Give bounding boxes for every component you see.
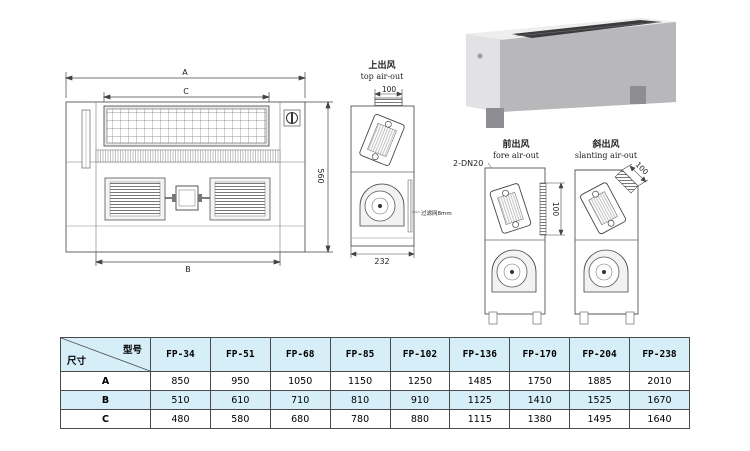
slant-outlet-title-cn: 斜出风 [591,138,619,150]
side-view-top-outlet [350,97,415,247]
table-cell: 880 [389,409,451,429]
side-view-fore-outlet [484,167,547,325]
corner-label-model: 型号 [122,345,142,356]
table-cell: 1250 [389,371,451,391]
model-header: FP-85 [329,337,391,372]
side-view-slanting-outlet [574,169,639,325]
table-cell: 1640 [629,409,690,429]
model-header: FP-204 [569,337,630,372]
model-header: FP-51 [209,337,271,372]
fore-outlet-title-en: fore air-out [493,151,540,160]
side-top-width-label: 100 [382,85,397,94]
dimension-height [305,100,333,254]
table-cell: 480 [150,409,211,429]
model-header: FP-238 [629,337,690,372]
table-cell: 680 [269,409,331,429]
top-outlet-title-cn: 上出风 [368,59,395,71]
slant-dimension-label: 100 [634,160,651,177]
table-row: A 850 950 1050 1150 1250 1485 1750 1885 … [60,371,690,391]
dimension-b-label: B [185,265,191,274]
dimension-c [102,92,271,108]
side-depth-label: 232 [374,257,389,266]
dimension-c-label: C [183,87,189,96]
table-cell: 510 [150,390,211,410]
table-header-row: 型号 尺寸 FP-34 FP-51 FP-68 FP-85 FP-102 FP-… [60,337,690,372]
table-cell: 1750 [509,371,571,391]
table-row: B 510 610 710 810 910 1125 1410 1525 167… [60,390,690,410]
fore-outlet-title-cn: 前出风 [502,138,529,150]
table-cell: 1410 [509,390,571,410]
fore-dimension [546,182,565,236]
table-corner-cell: 型号 尺寸 [60,337,151,372]
table-cell: 1150 [329,371,391,391]
model-header: FP-34 [150,337,211,372]
row-label: B [60,390,151,410]
table-cell: 950 [209,371,271,391]
front-grille [103,105,270,147]
table-cell: 910 [389,390,451,410]
row-label: C [60,409,151,429]
slant-outlet-title-en: slanting air-out [575,151,638,160]
fan-housing-left [104,177,166,221]
fore-dimension-label: 100 [551,202,560,217]
table-cell: 2010 [629,371,690,391]
table-cell: 810 [329,390,391,410]
dimension-a [64,72,307,98]
pipe-label: 2-DN20 [453,159,483,168]
coil-strip [95,149,281,163]
table-cell: 1380 [509,409,571,429]
table-cell: 1525 [569,390,630,410]
table-cell: 850 [150,371,211,391]
dimension-height-label: 560 [316,168,325,183]
table-cell: 1485 [449,371,511,391]
model-header: FP-68 [269,337,331,372]
table-cell: 580 [209,409,271,429]
model-header: FP-170 [509,337,571,372]
slant-dimension [621,163,649,187]
table-cell: 1115 [449,409,511,429]
side-depth-dimension [350,246,415,258]
row-label: A [60,371,151,391]
model-header: FP-136 [449,337,511,372]
table-cell: 1885 [569,371,630,391]
table-cell: 1125 [449,390,511,410]
filter-label: 过滤网8mm [421,209,452,217]
table-cell: 1670 [629,390,690,410]
top-outlet-title-en: top air-out [361,72,405,81]
dimension-a-label: A [182,68,188,77]
table-cell: 1050 [269,371,331,391]
dimension-b [94,252,282,266]
spec-table: 型号 尺寸 FP-34 FP-51 FP-68 FP-85 FP-102 FP-… [60,337,690,429]
table-row: C 480 580 680 780 880 1115 1380 1495 164… [60,409,690,429]
fan-housing-right [209,177,271,221]
table-cell: 780 [329,409,391,429]
fan-motor [165,185,210,211]
table-cell: 610 [209,390,271,410]
table-cell: 1495 [569,409,630,429]
corner-label-size: 尺寸 [67,356,87,367]
control-knob-icon [283,109,301,127]
product-3d-render [466,18,676,128]
table-cell: 710 [269,390,331,410]
model-header: FP-102 [389,337,451,372]
